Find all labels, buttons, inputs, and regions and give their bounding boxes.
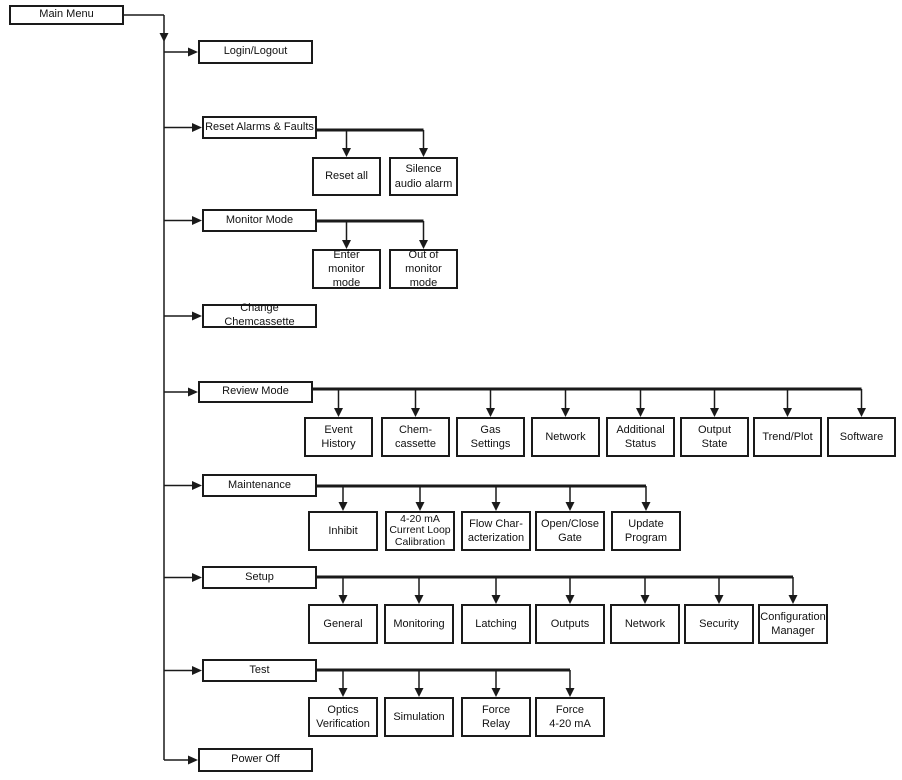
drop-arrow-current-loop-calibration <box>415 502 425 511</box>
outputs-box[interactable]: Outputs <box>535 604 605 644</box>
drop-arrow-gas-settings <box>486 408 495 417</box>
change-chemcassette-box[interactable]: Change Chemcassette <box>202 302 317 328</box>
flow-characterization-box[interactable]: Flow Char- acterization <box>461 511 531 551</box>
drop-arrow-latching <box>491 595 501 604</box>
drop-arrow-configuration-manager <box>788 595 798 604</box>
gas-settings-box[interactable]: Gas Settings <box>456 417 525 457</box>
security-box[interactable]: Security <box>684 604 754 644</box>
drop-arrow-simulation <box>414 688 424 697</box>
setup-box[interactable]: Setup <box>202 566 317 589</box>
power-off-box[interactable]: Power Off <box>198 748 313 772</box>
software-box[interactable]: Software <box>827 417 896 457</box>
maintenance-box[interactable]: Maintenance <box>202 474 317 497</box>
output-state-box[interactable]: Output State <box>680 417 749 457</box>
drop-arrow-out-of-monitor-mode <box>419 240 428 249</box>
branch-arrow-setup <box>192 573 202 582</box>
branch-arrow-review-mode <box>188 387 198 397</box>
optics-verification-box[interactable]: Optics Verification <box>308 697 378 737</box>
login-logout-box[interactable]: Login/Logout <box>198 40 313 64</box>
drop-arrow-outputs <box>565 595 575 604</box>
branch-arrow-reset-alarms-faults <box>192 123 202 132</box>
drop-arrow-additional-status <box>636 408 645 417</box>
out-of-monitor-mode-box[interactable]: Out of monitor mode <box>389 249 458 289</box>
force-relay-box[interactable]: Force Relay <box>461 697 531 737</box>
drop-arrow-event-history <box>334 408 343 417</box>
drop-arrow-reset-all <box>342 148 351 157</box>
additional-status-box[interactable]: Additional Status <box>606 417 675 457</box>
branch-arrow-maintenance <box>192 481 202 490</box>
drop-arrow-trend-plot <box>783 408 792 417</box>
drop-arrow-optics-verification <box>338 688 348 697</box>
event-history-box[interactable]: Event History <box>304 417 373 457</box>
test-box[interactable]: Test <box>202 659 317 682</box>
force-4-20-ma-box[interactable]: Force 4-20 mA <box>535 697 605 737</box>
update-program-box[interactable]: Update Program <box>611 511 681 551</box>
drop-arrow-open-close-gate <box>565 502 575 511</box>
drop-arrow-inhibit <box>338 502 348 511</box>
drop-arrow-update-program <box>641 502 651 511</box>
main-menu-box[interactable]: Main Menu <box>9 5 124 25</box>
monitoring-box[interactable]: Monitoring <box>384 604 454 644</box>
setup-network-box[interactable]: Network <box>610 604 680 644</box>
branch-arrow-power-off <box>188 755 198 765</box>
drop-arrow-general <box>338 595 348 604</box>
drop-arrow-software <box>857 408 866 417</box>
drop-arrow-flow-characterization <box>491 502 501 511</box>
chem-cassette-box[interactable]: Chem- cassette <box>381 417 450 457</box>
enter-monitor-mode-box[interactable]: Enter monitor mode <box>312 249 381 289</box>
drop-arrow-monitoring <box>414 595 424 604</box>
review-mode-box[interactable]: Review Mode <box>198 381 313 403</box>
drop-arrow-force-4-20-ma <box>565 688 575 697</box>
latching-box[interactable]: Latching <box>461 604 531 644</box>
network-box[interactable]: Network <box>531 417 600 457</box>
open-close-gate-box[interactable]: Open/Close Gate <box>535 511 605 551</box>
branch-arrow-monitor-mode <box>192 216 202 225</box>
branch-arrow-test <box>192 666 202 675</box>
drop-arrow-enter-monitor-mode <box>342 240 351 249</box>
trend-plot-box[interactable]: Trend/Plot <box>753 417 822 457</box>
drop-arrow-security <box>714 595 724 604</box>
simulation-box[interactable]: Simulation <box>384 697 454 737</box>
reset-all-box[interactable]: Reset all <box>312 157 381 196</box>
drop-arrow-force-relay <box>491 688 501 697</box>
drop-arrow-output-state <box>710 408 719 417</box>
branch-arrow-login-logout <box>188 47 198 57</box>
general-box[interactable]: General <box>308 604 378 644</box>
drop-arrow-silence-audio-alarm <box>419 148 428 157</box>
drop-arrow-network <box>561 408 570 417</box>
silence-audio-alarm-box[interactable]: Silence audio alarm <box>389 157 458 196</box>
configuration-manager-box[interactable]: Configuration Manager <box>758 604 828 644</box>
current-loop-calibration-box[interactable]: 4-20 mA Current Loop Calibration <box>385 511 455 551</box>
inhibit-box[interactable]: Inhibit <box>308 511 378 551</box>
reset-alarms-faults-box[interactable]: Reset Alarms & Faults <box>202 116 317 139</box>
monitor-mode-box[interactable]: Monitor Mode <box>202 209 317 232</box>
drop-arrow-setup-network <box>640 595 650 604</box>
drop-arrow-chem-cassette <box>411 408 420 417</box>
branch-arrow-change-chemcassette <box>192 311 202 321</box>
